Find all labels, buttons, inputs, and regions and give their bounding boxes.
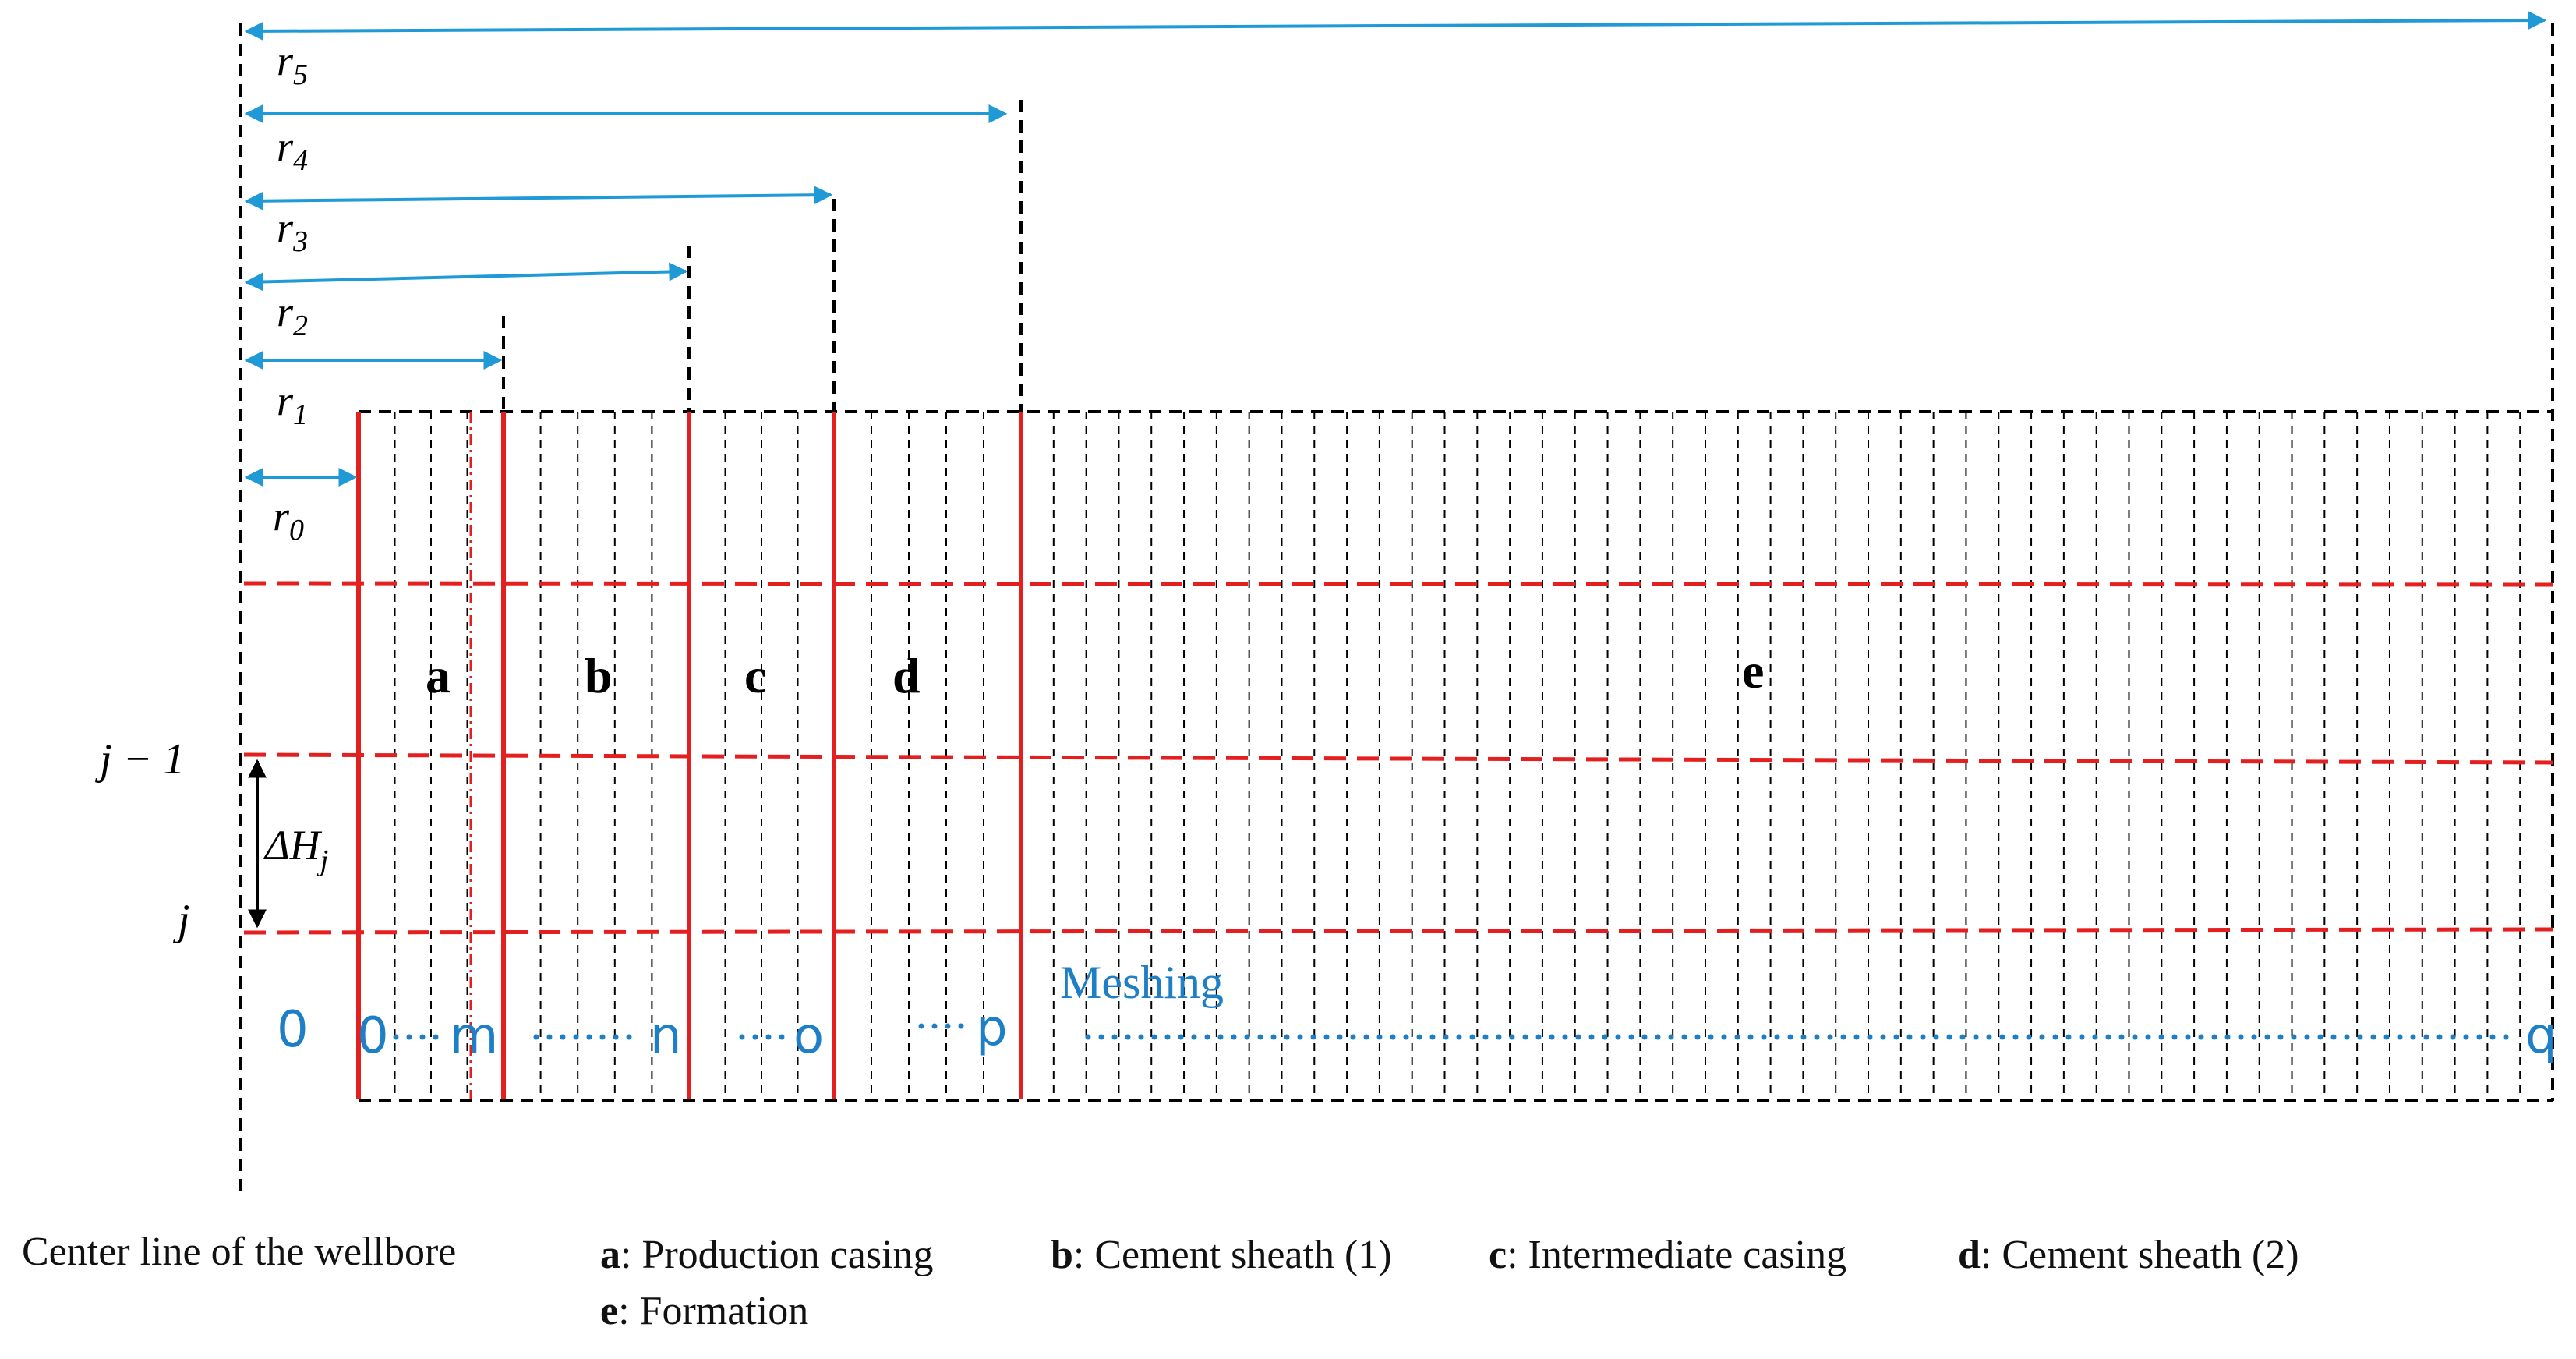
node-m: m (450, 1007, 498, 1065)
region-label-c: c (744, 648, 766, 703)
legend-item-d: d: Cement sheath (2) (1958, 1233, 2299, 1277)
region-label-e: e (1742, 643, 1764, 699)
legend-item-a: a: Production casing (600, 1233, 934, 1277)
arrow-r5 (244, 11, 2547, 41)
region-label-a: a (426, 648, 451, 703)
legend-item-e: e: Formation (600, 1289, 809, 1333)
center-line-label: Center line of the wellbore (22, 1230, 457, 1274)
arrow-r3 (244, 186, 833, 211)
label-r4: r4 (277, 123, 308, 177)
layer-boundaries (243, 581, 2553, 935)
row-label-j-minus-1: j − 1 (95, 735, 185, 784)
node-p: p (976, 1000, 1008, 1057)
region-label-b: b (585, 648, 613, 703)
node-n: n (650, 1007, 682, 1065)
node-o: o (793, 1007, 824, 1065)
meshing-label: Meshing (1060, 957, 1224, 1008)
label-delta-h: ΔHj (263, 822, 328, 877)
mesh-outline (359, 23, 2554, 1102)
node-first-0: 0 (357, 1007, 389, 1065)
label-r5: r5 (277, 37, 308, 91)
legend-item-b: b: Cement sheath (1) (1051, 1233, 1392, 1277)
label-r1: r1 (277, 377, 308, 431)
label-r0: r0 (273, 493, 304, 547)
radius-arrows (244, 11, 2547, 487)
region-label-d: d (892, 648, 921, 703)
legend-item-c: c: Intermediate casing (1489, 1233, 1847, 1277)
node-center-0: 0 (277, 1001, 309, 1059)
radius-extension-lines (502, 100, 1023, 412)
node-q: q (2525, 1007, 2557, 1065)
row-label-j: j (173, 896, 190, 944)
label-r3: r3 (277, 204, 308, 258)
arrow-r2 (244, 262, 688, 292)
node-dot-connectors (393, 1023, 2514, 1040)
label-r2: r2 (277, 288, 308, 342)
